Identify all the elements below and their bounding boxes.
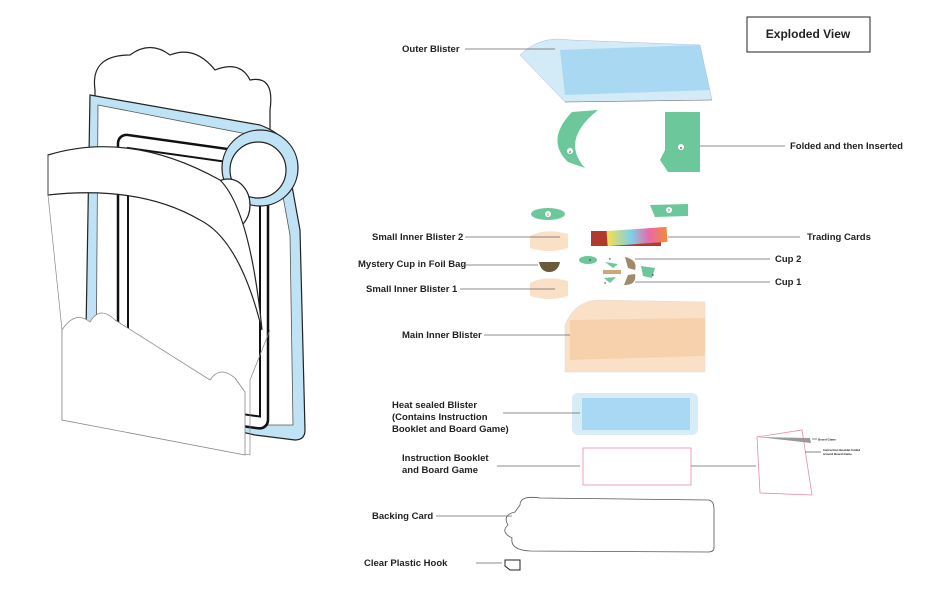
label-instruction-booklet-1: Instruction Booklet	[402, 453, 489, 464]
instruction-booklet-board-game	[582, 447, 692, 486]
label-heat-sealed-2: (Contains Instruction	[392, 412, 488, 423]
label-clear-plastic-hook: Clear Plastic Hook	[364, 558, 448, 569]
cup-1	[624, 274, 636, 285]
part-number: 6	[652, 273, 654, 277]
label-heat-sealed-1: Heat sealed Blister	[392, 400, 477, 411]
cup-piece	[603, 270, 621, 274]
label-instruction-booklet-2: and Board Game	[402, 465, 478, 476]
part-number: 2	[569, 150, 571, 154]
part-number: 1	[547, 213, 549, 217]
part-3	[579, 256, 597, 264]
label-main-inner-blister: Main Inner Blister	[402, 330, 482, 341]
cup-2	[625, 257, 636, 270]
label-cup-1: Cup 1	[775, 277, 802, 288]
part-2	[557, 110, 598, 168]
label-cup-2: Cup 2	[775, 254, 801, 265]
label-board-game-small: Board Game	[818, 438, 836, 442]
assembled-package-illustration	[47, 46, 306, 456]
part-4	[604, 277, 616, 283]
label-heat-sealed-3: Booklet and Board Game)	[392, 424, 509, 435]
part-number: 8	[680, 146, 682, 150]
backing-card	[504, 496, 715, 553]
trading-cards-part	[591, 226, 668, 247]
part-number: 3	[589, 258, 591, 262]
label-mystery-cup: Mystery Cup in Foil Bag	[358, 259, 466, 270]
label-small-inner-blister-2: Small Inner Blister 2	[372, 232, 463, 243]
label-backing-card: Backing Card	[372, 511, 433, 522]
clear-plastic-hook	[504, 559, 521, 571]
label-outer-blister: Outer Blister	[402, 44, 460, 55]
mystery-cup-foil-bag	[539, 262, 560, 272]
label-booklet-folded-1: Instruction Booklet folded	[823, 448, 860, 452]
label-small-inner-blister-1: Small Inner Blister 1	[366, 284, 458, 295]
part-number: 7	[668, 209, 670, 213]
label-booklet-folded-2: around Board Game	[823, 452, 852, 456]
small-inner-blister-2	[530, 231, 568, 251]
part-number: 5	[609, 257, 611, 261]
outer-blister-part	[519, 38, 713, 103]
label-trading-cards: Trading Cards	[807, 232, 871, 243]
part-6	[641, 266, 655, 278]
part-5	[605, 262, 618, 268]
title-box	[746, 16, 871, 53]
part-8	[660, 112, 700, 172]
folded-booklet-detail: Board Game Instruction Booklet folded ar…	[756, 429, 860, 496]
label-folded-inserted: Folded and then Inserted	[790, 141, 903, 152]
part-number: 4	[604, 281, 606, 285]
page-title: Exploded View	[766, 27, 851, 41]
